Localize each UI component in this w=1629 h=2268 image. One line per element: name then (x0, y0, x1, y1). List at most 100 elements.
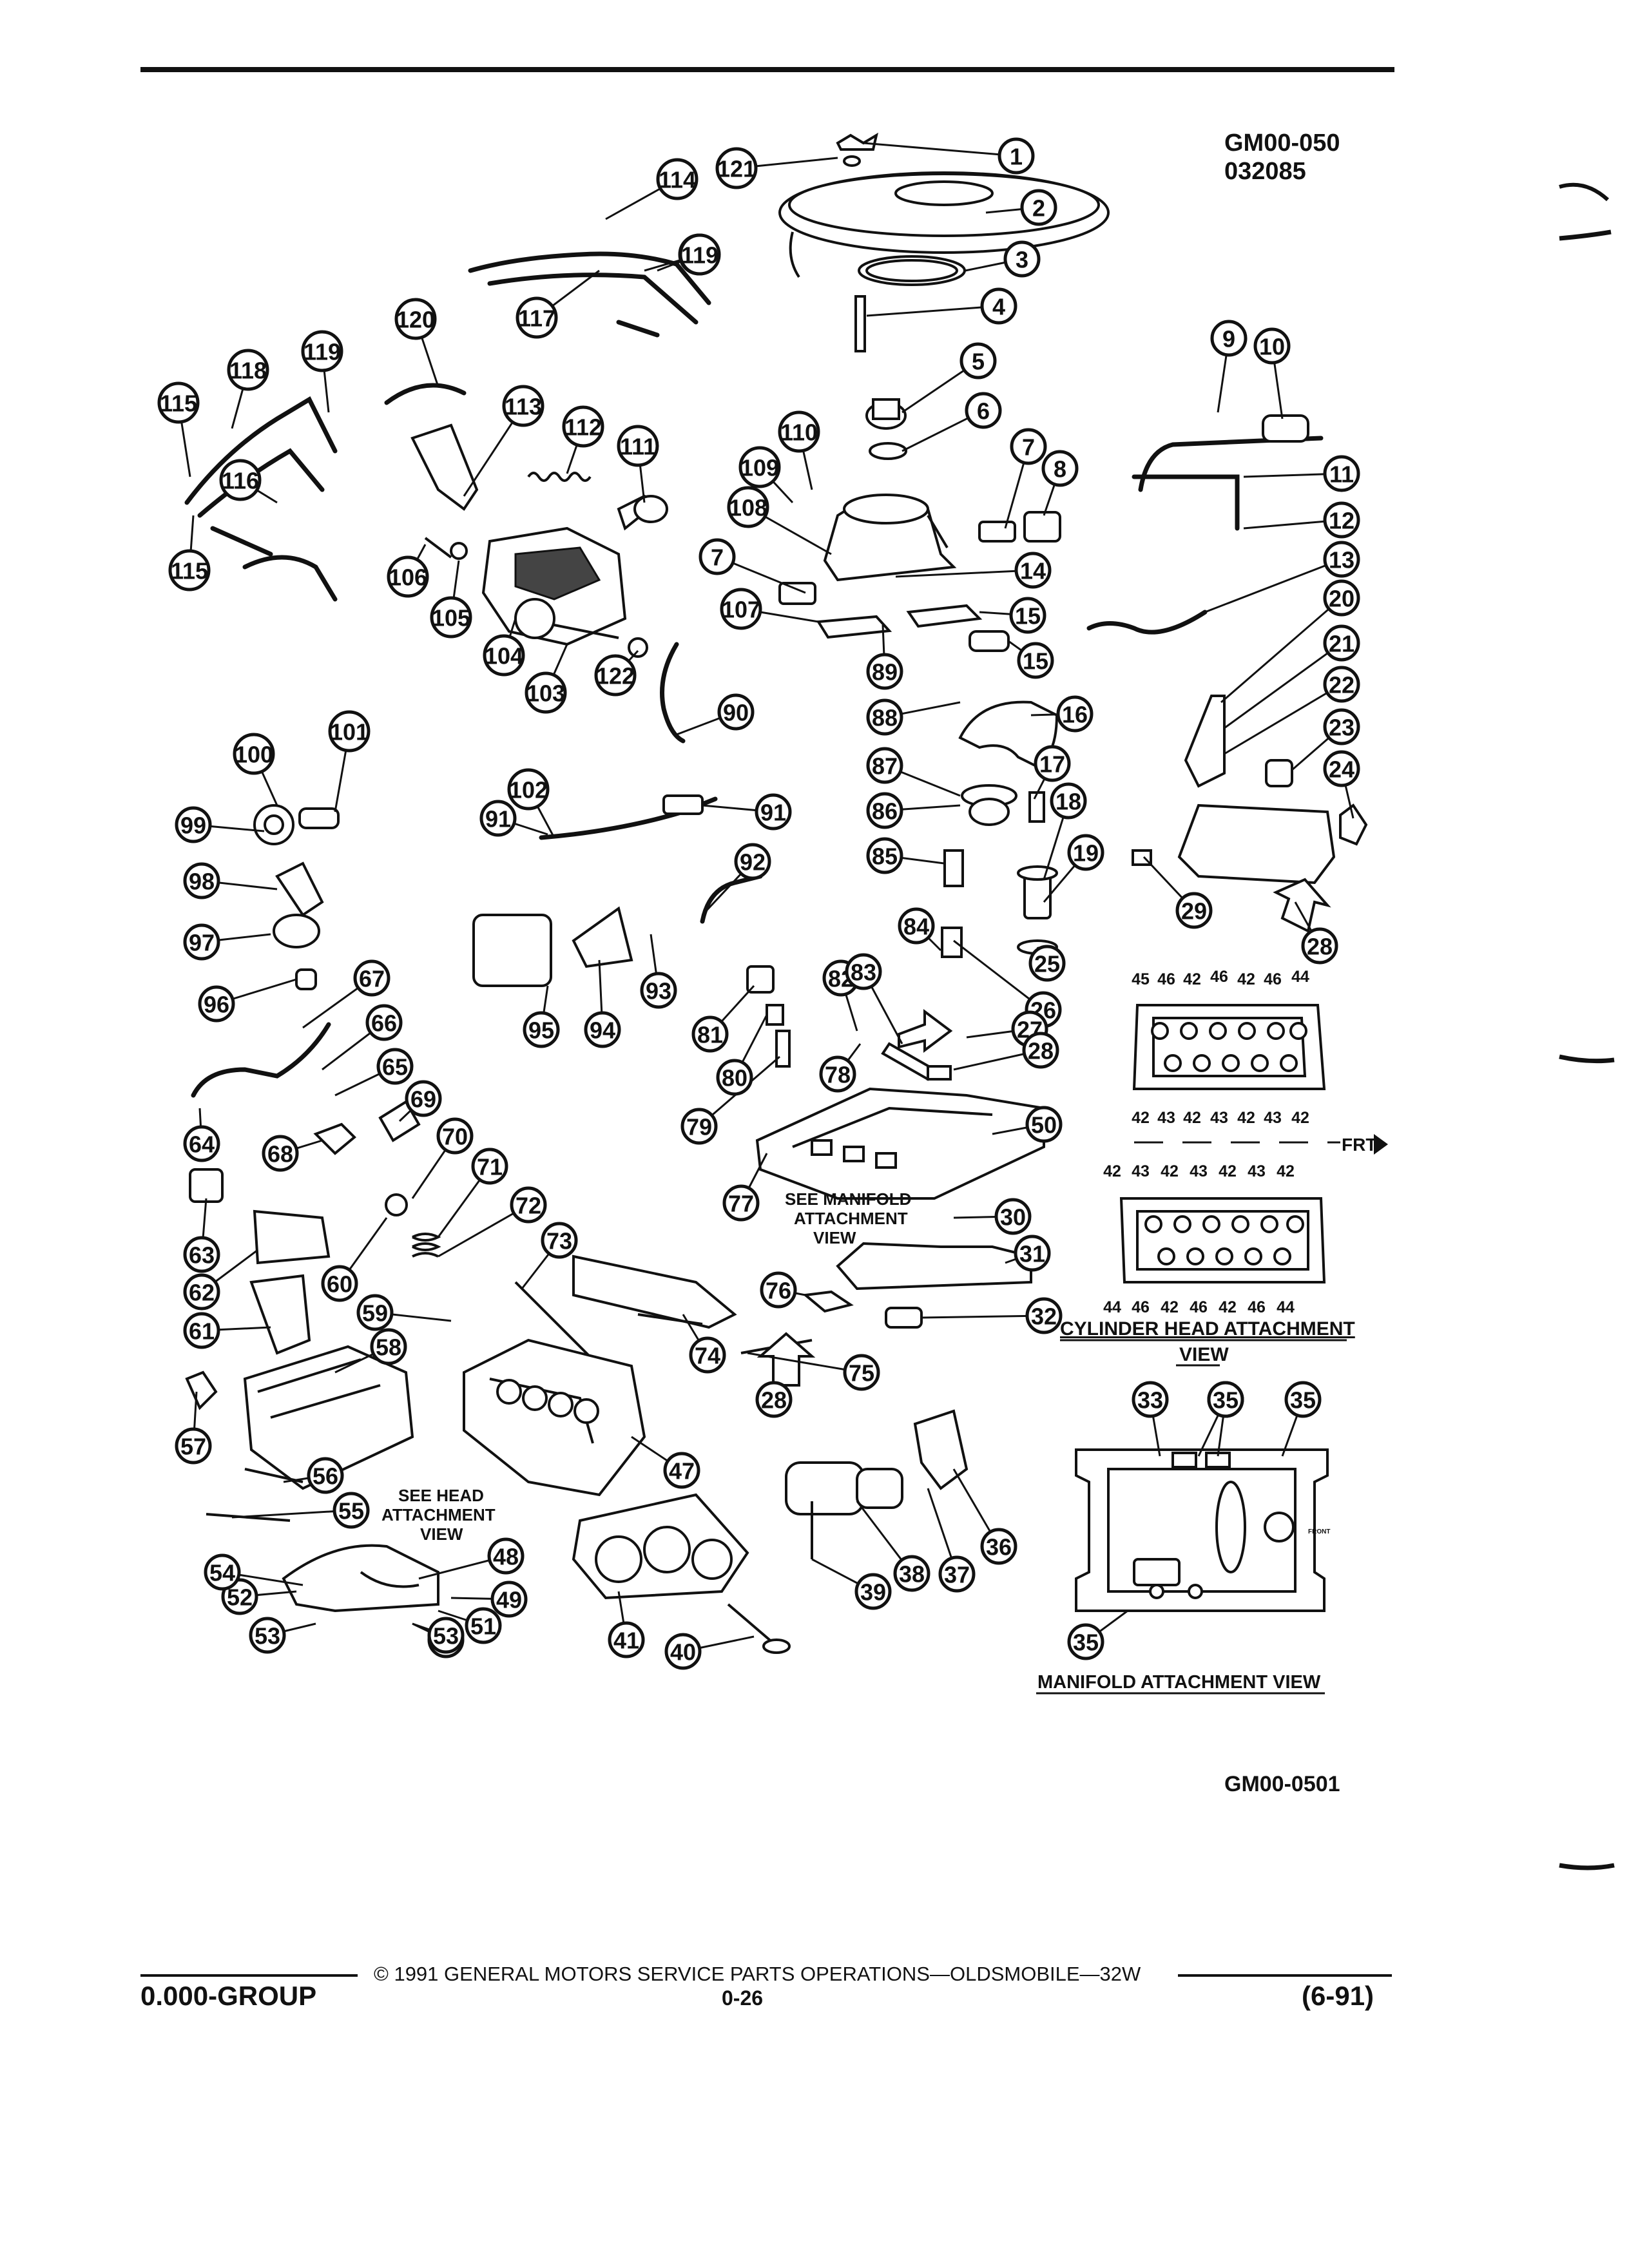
callout-91: 91 (755, 793, 792, 831)
head-top-label: 42 (1183, 970, 1201, 988)
callout-number: 41 (613, 1628, 639, 1654)
callout-84: 84 (898, 907, 935, 945)
head-bottom-label: 42 (1161, 1162, 1179, 1180)
header-code: GM00-050 (1224, 130, 1340, 157)
svg-text:SEE MANIFOLD: SEE MANIFOLD (785, 1189, 911, 1209)
callout-number: 119 (304, 339, 341, 365)
callout-number: 23 (1329, 715, 1354, 741)
callout-circle (490, 1581, 528, 1618)
callout-circle (1014, 552, 1052, 589)
callout-circle (233, 733, 275, 775)
head-bottom-label: 44 (1103, 1298, 1121, 1316)
callout-72: 72 (510, 1186, 547, 1224)
callout-circle (394, 298, 437, 340)
callout-22: 22 (1323, 666, 1360, 703)
callout-number: 105 (432, 605, 470, 631)
callout-61: 61 (183, 1312, 220, 1349)
callout-number: 20 (1329, 586, 1354, 612)
callout-circle (353, 959, 390, 997)
callout-5: 5 (959, 342, 997, 380)
head-top-label: 43 (1157, 1109, 1175, 1127)
callout-number: 36 (986, 1534, 1012, 1561)
callout-circle (617, 425, 659, 467)
callout-number: 58 (376, 1334, 401, 1361)
callout-number: 24 (1329, 756, 1354, 783)
callout-circle (778, 410, 820, 453)
callout-74: 74 (689, 1336, 726, 1374)
callout-number: 90 (723, 700, 749, 726)
callout-circle (227, 349, 269, 391)
callout-number: 28 (761, 1387, 787, 1414)
callout-circle (938, 1555, 976, 1593)
callout-number: 74 (695, 1343, 720, 1369)
callout-circle (1020, 189, 1057, 226)
callout-112: 112 (562, 405, 604, 448)
callout-circle (183, 1312, 220, 1349)
callout-number: 30 (1000, 1204, 1026, 1231)
callout-96: 96 (198, 985, 235, 1023)
callout-circle (717, 693, 755, 731)
head-top-label: 43 (1264, 1109, 1282, 1127)
callout-90: 90 (717, 693, 755, 731)
callout-number: 71 (477, 1154, 503, 1180)
callout-circle (333, 1492, 370, 1529)
callout-2: 2 (1020, 189, 1057, 226)
see-head-note: SEE HEAD ATTACHMENT VIEW (381, 1486, 496, 1544)
callout-number: 52 (227, 1584, 253, 1611)
callout-104: 104 (483, 634, 525, 677)
callout-circle (249, 1617, 286, 1654)
callout-number: 122 (596, 663, 635, 689)
callout-number: 55 (338, 1498, 364, 1524)
callout-number: 87 (872, 753, 898, 780)
callout-number: 83 (851, 959, 876, 986)
callout-16: 16 (1056, 695, 1094, 733)
callout-number: 49 (496, 1587, 522, 1613)
callout-number: 86 (872, 798, 898, 825)
svg-text:ATTACHMENT: ATTACHMENT (381, 1505, 496, 1524)
callout-number: 68 (267, 1141, 293, 1168)
scan-mark (1559, 1054, 1615, 1064)
callout-number: 7 (711, 544, 724, 571)
callout-13: 13 (1323, 541, 1360, 578)
callout-circle (1323, 579, 1360, 617)
callout-110: 110 (778, 410, 820, 453)
callout-circle (465, 1607, 502, 1644)
callout-circle (507, 768, 550, 811)
callout-number: 7 (1022, 434, 1035, 461)
callout-60: 60 (321, 1265, 358, 1302)
callout-118: 118 (227, 349, 269, 391)
svg-text:ATTACHMENT: ATTACHMENT (794, 1209, 908, 1228)
callout-number: 61 (189, 1318, 215, 1345)
callout-number: 97 (189, 930, 215, 956)
callout-56: 56 (307, 1457, 344, 1494)
callout-95: 95 (523, 1011, 560, 1048)
callout-circle (1056, 695, 1094, 733)
callout-37: 37 (938, 1555, 976, 1593)
callout-number: 70 (442, 1124, 468, 1150)
callout-circle (680, 1108, 718, 1145)
callout-115: 115 (168, 549, 211, 591)
callout-number: 75 (849, 1360, 874, 1387)
callout-67: 67 (353, 959, 390, 997)
head-top-label: 46 (1210, 968, 1228, 986)
callout-97: 97 (183, 923, 220, 961)
callout-7: 7 (1010, 428, 1047, 465)
callout-circle (980, 1528, 1017, 1565)
callout-76: 76 (760, 1271, 797, 1309)
callout-62: 62 (183, 1273, 220, 1311)
callout-circle (483, 634, 525, 677)
callout-number: 62 (189, 1280, 215, 1306)
callout-number: 92 (740, 849, 766, 876)
callout-25: 25 (1028, 945, 1066, 982)
callout-circle (1284, 1381, 1322, 1418)
callout-circle (541, 1222, 578, 1259)
callout-119: 119 (679, 233, 721, 276)
callout-number: 89 (872, 659, 898, 686)
callout-48: 48 (487, 1537, 525, 1575)
callout-number: 84 (903, 914, 929, 940)
callout-circle (307, 1457, 344, 1494)
callout-circle (430, 596, 472, 639)
front-small-label: FRONT (1308, 1528, 1330, 1535)
callout-circle (204, 1553, 241, 1591)
callout-number: 2 (1032, 195, 1045, 222)
